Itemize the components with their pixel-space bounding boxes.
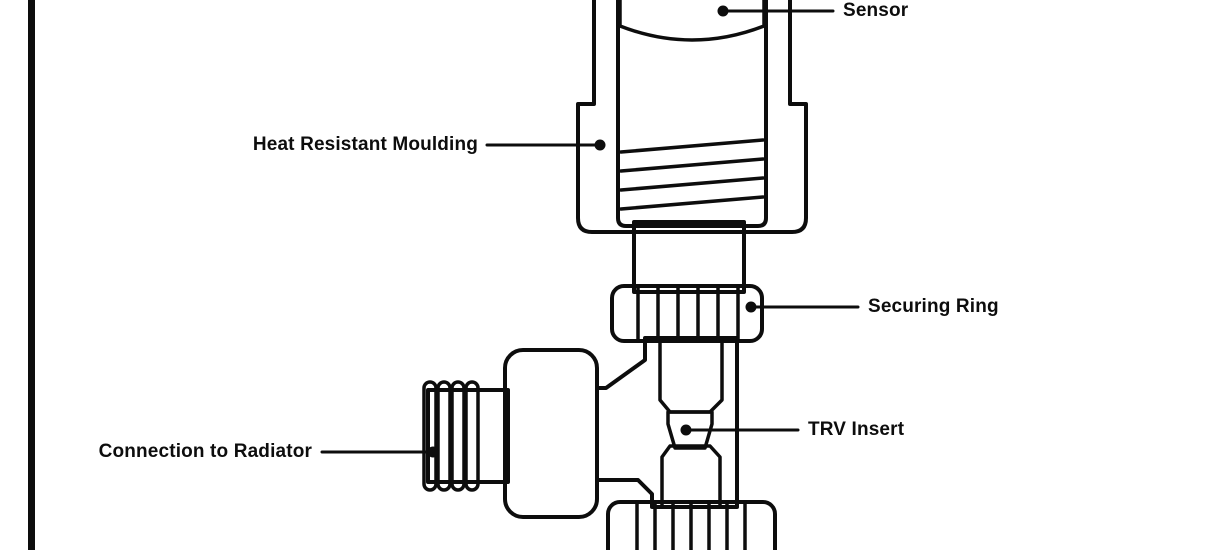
radiator-connection-threads [422, 380, 510, 492]
sensor-dot [717, 5, 729, 17]
valve-neck [632, 220, 746, 294]
label-connection-to-radiator: Connection to Radiator [98, 441, 312, 462]
radiator-connection-dot [427, 446, 439, 458]
sensor-shape [618, 0, 766, 42]
label-sensor: Sensor [843, 0, 909, 21]
label-heat-resistant-moulding: Heat Resistant Moulding [252, 134, 478, 155]
head-inner-cylinder [616, 0, 768, 228]
valve-channel-lower [660, 444, 722, 509]
radiator-union-nut [503, 348, 599, 519]
label-trv-insert: TRV Insert [808, 419, 905, 440]
valve-body-shape [595, 336, 739, 509]
trv-insert-shape [666, 410, 714, 450]
securing-ring-shape [610, 284, 764, 343]
valve-channel-upper [658, 339, 724, 414]
heat-resistant-moulding-shape [576, 0, 808, 234]
callout-leaders [320, 5, 860, 458]
frame-border-left [28, 0, 35, 550]
bottom-nut-shape [606, 500, 777, 550]
moulding-dot [594, 139, 606, 151]
label-securing-ring: Securing Ring [868, 296, 999, 317]
securing-ring-dot [745, 301, 757, 313]
trv-insert-dot [680, 424, 692, 436]
head-coil-hatch [619, 138, 765, 211]
